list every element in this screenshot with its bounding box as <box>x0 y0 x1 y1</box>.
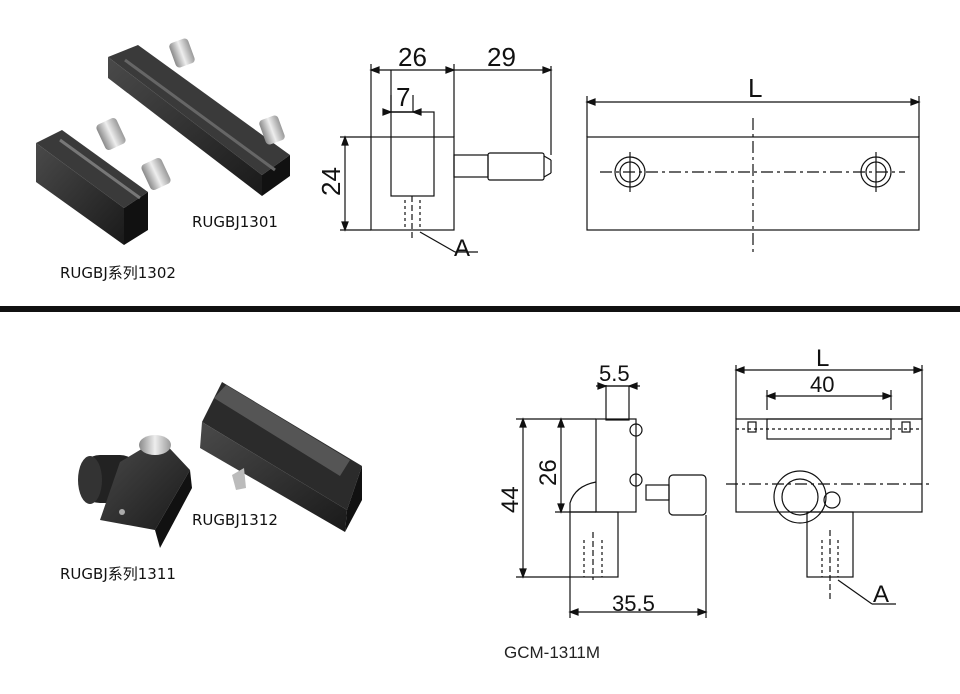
dim-26: 26 <box>398 42 427 72</box>
dim-29: 29 <box>487 42 516 72</box>
dim-7: 7 <box>396 82 410 112</box>
bottom-side-view <box>516 382 708 618</box>
label-rugbj1311: RUGBJ系列1311 <box>60 565 176 583</box>
dim-l-top: L <box>748 73 762 103</box>
callout-a-bottom: A <box>873 581 889 608</box>
photo-rugbj1302 <box>36 117 171 245</box>
section-divider <box>0 306 960 312</box>
bottom-front-view <box>726 365 932 605</box>
dim-26-bottom: 26 <box>535 459 562 486</box>
callout-a-top: A <box>454 235 470 262</box>
top-side-view <box>340 64 553 253</box>
dim-24: 24 <box>316 167 346 196</box>
top-front-view <box>585 96 921 252</box>
dim-44: 44 <box>497 486 524 513</box>
label-rugbj1302: RUGBJ系列1302 <box>60 264 176 282</box>
label-rugbj1301: RUGBJ1301 <box>192 213 278 231</box>
dim-5-5: 5.5 <box>599 361 630 386</box>
photo-rugbj1301 <box>108 38 290 196</box>
dim-l-bottom: L <box>816 345 829 372</box>
photo-rugbj1312 <box>200 382 362 532</box>
dim-40: 40 <box>810 372 834 397</box>
photo-rugbj1311 <box>78 435 192 548</box>
label-rugbj1312: RUGBJ1312 <box>192 511 278 529</box>
dim-35-5: 35.5 <box>612 591 655 616</box>
model-label: GCM-1311M <box>504 643 601 662</box>
